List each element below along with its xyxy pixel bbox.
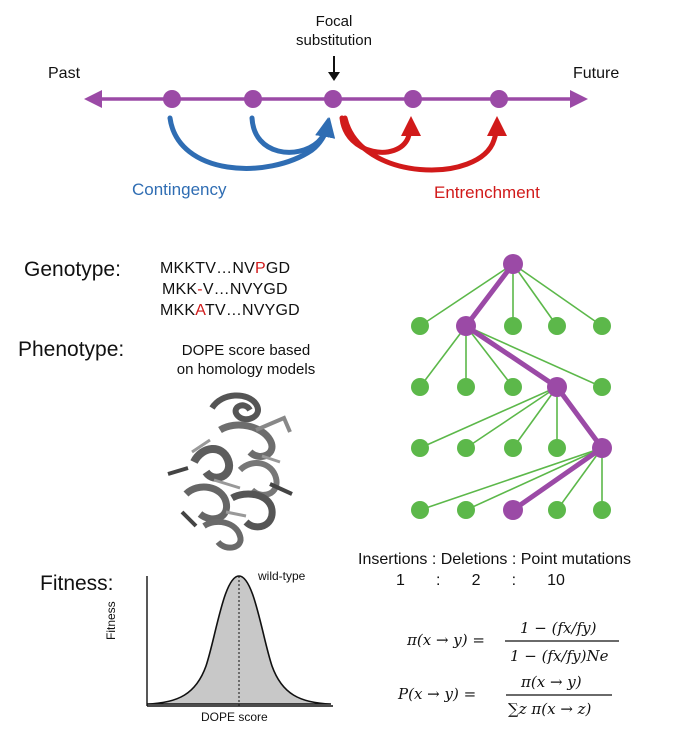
tree-selected-path (463, 261, 605, 513)
tree-node (504, 317, 522, 335)
timeline-node (404, 90, 422, 108)
tree-nodes (411, 317, 611, 519)
genotype-seq-2: MKK-V…NVYGD (162, 281, 288, 299)
timeline-node-focal (324, 90, 342, 108)
p-formula-numerator: π(x → y) (521, 673, 582, 691)
contingency-arcs (167, 115, 336, 171)
timeline (84, 56, 588, 108)
tree-path-nodes (456, 254, 612, 520)
tree-node (457, 378, 475, 396)
mutation-tree (411, 254, 612, 520)
fitness-y-axis-label: Fitness (104, 601, 118, 640)
timeline-node (163, 90, 181, 108)
seq-part: GD (265, 260, 291, 277)
tree-node (411, 378, 429, 396)
tree-node-selected (547, 377, 567, 397)
contingency-arc-inner (249, 115, 335, 155)
timeline-node (244, 90, 262, 108)
tree-node (548, 501, 566, 519)
tree-node-selected (456, 316, 476, 336)
tree-node-root (503, 254, 523, 274)
p-formula-denominator: ∑z π(x → z) (508, 700, 592, 718)
fitness-curve-plot (146, 575, 333, 707)
protein-structure-image (167, 392, 293, 551)
seq-part: MKK (162, 281, 198, 298)
tree-node (504, 378, 522, 396)
contingency-arc-outer (167, 115, 336, 171)
mutation-ratio-header: Insertions : Deletions : Point mutations (358, 551, 632, 568)
focal-label-line1: Focal (315, 13, 353, 30)
focal-label-line2: substitution (296, 32, 372, 49)
mutation-ratio-values: 1 : 2 : 10 (396, 572, 565, 589)
tree-node (593, 378, 611, 396)
genotype-label: Genotype: (24, 258, 121, 281)
timeline-node (490, 90, 508, 108)
past-label: Past (48, 65, 81, 82)
seq-part: MKKTV…NV (160, 260, 255, 277)
pi-formula-lhs: π(x → y) = (407, 631, 485, 649)
tree-node (548, 317, 566, 335)
fitness-label: Fitness: (40, 572, 114, 595)
tree-node (411, 317, 429, 335)
seq-mutation: P (254, 260, 266, 277)
phenotype-label: Phenotype: (18, 338, 125, 361)
tree-edges (419, 263, 603, 511)
phenotype-desc-line2: on homology models (176, 361, 316, 378)
fitness-x-axis-label: DOPE score (201, 710, 268, 724)
contingency-label: Contingency (132, 180, 227, 199)
entrenchment-label: Entrenchment (434, 183, 540, 202)
tree-node-selected (503, 500, 523, 520)
tree-node (411, 501, 429, 519)
tree-node (593, 317, 611, 335)
entrenchment-arc-inner (339, 115, 421, 155)
genotype-seq-3: MKKATV…NVYGD (160, 302, 300, 320)
entrenchment-arcs (339, 115, 507, 173)
genotype-seq-1: MKKTV…NVPGD (160, 260, 290, 278)
tree-node-selected (592, 438, 612, 458)
tree-node (593, 501, 611, 519)
p-formula-lhs: P(x → y) = (398, 685, 477, 703)
tree-node (457, 439, 475, 457)
seq-part: V…NVYGD (202, 281, 288, 298)
pi-formula-numerator: 1 − (fx/fy) (520, 619, 597, 637)
timeline-arrow-left (84, 90, 102, 108)
fitness-peak-label: wild-type (258, 569, 306, 583)
seq-mutation: - (197, 281, 203, 298)
seq-part: TV…NVYGD (204, 302, 300, 319)
pi-formula-denominator: 1 − (fx/fy)Ne (510, 647, 609, 665)
timeline-arrow-right (570, 90, 588, 108)
focal-label: Focal substitution (282, 12, 386, 50)
tree-node (411, 439, 429, 457)
seq-mutation: A (195, 302, 205, 319)
tree-node (548, 439, 566, 457)
entrenchment-arc-outer (342, 115, 507, 173)
phenotype-description: DOPE score based on homology models (150, 341, 342, 379)
seq-part: MKK (160, 302, 196, 319)
future-label: Future (573, 65, 620, 82)
phenotype-desc-line1: DOPE score based (181, 342, 311, 359)
tree-node (504, 439, 522, 457)
tree-node (457, 501, 475, 519)
focal-arrowhead (328, 72, 340, 81)
